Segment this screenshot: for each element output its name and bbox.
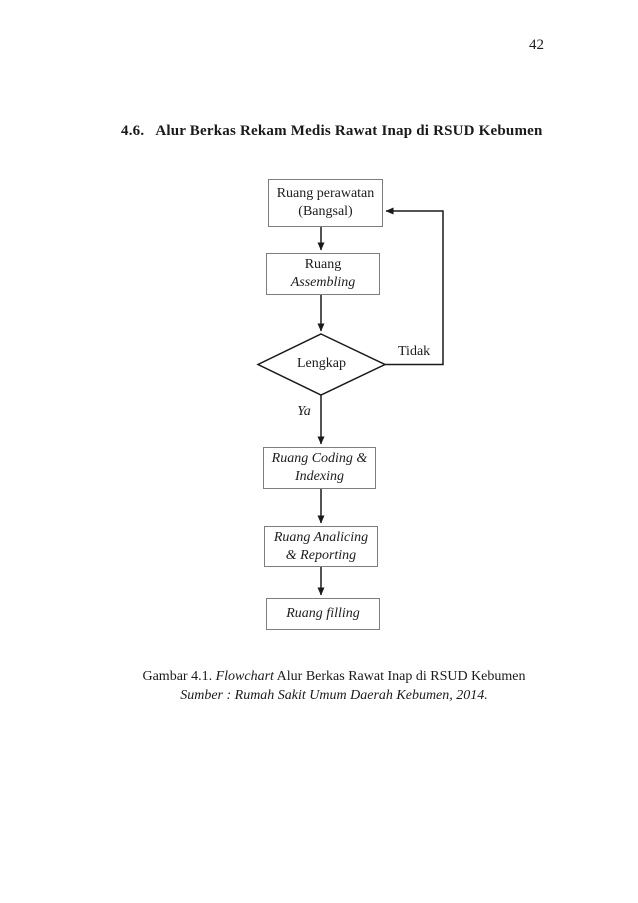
edge-label-tidak: Tidak bbox=[398, 344, 431, 359]
node-text-line: Ruang bbox=[304, 257, 342, 272]
flowchart-node-lengkap-label: Lengkap bbox=[297, 356, 346, 371]
node-text-line: Ruang filling bbox=[286, 606, 360, 621]
figure-caption: Gambar 4.1. Flowchart Alur Berkas Rawat … bbox=[30, 667, 638, 705]
caption-source: Sumber : Rumah Sakit Umum Daerah Kebumen… bbox=[180, 688, 488, 703]
flowchart-node-ruang-perawatan: Ruang perawatan (Bangsal) bbox=[268, 179, 383, 227]
edge-label-ya: Ya bbox=[297, 404, 311, 419]
section-number: 4.6. bbox=[121, 123, 145, 139]
node-text-line: & Reporting bbox=[285, 547, 357, 563]
caption-figure-title: Alur Berkas Rawat Inap di RSUD Kebumen bbox=[276, 669, 526, 684]
node-text-line: Ruang Coding & bbox=[271, 451, 368, 466]
node-text-line: (Bangsal) bbox=[298, 204, 353, 219]
node-text-line: Ruang perawatan bbox=[276, 186, 375, 201]
section-heading: 4.6. Alur Berkas Rekam Medis Rawat Inap d… bbox=[121, 121, 543, 141]
section-title: Alur Berkas Rekam Medis Rawat Inap di RS… bbox=[155, 123, 543, 139]
flowchart-node-ruang-filling: Ruang filling bbox=[266, 598, 380, 630]
node-text-line: Ruang Analicing bbox=[273, 529, 369, 545]
flowchart-node-ruang-analicing-reporting: Ruang Analicing & Reporting bbox=[264, 526, 378, 567]
node-text-line: Assembling bbox=[290, 275, 356, 290]
caption-figure-term: Flowchart bbox=[215, 669, 274, 684]
page-number: 42 bbox=[529, 37, 544, 53]
arrow-feedback-tidak bbox=[385, 207, 444, 366]
flowchart-node-ruang-coding-indexing: Ruang Coding & Indexing bbox=[263, 447, 376, 489]
caption-line-1: Gambar 4.1. Flowchart Alur Berkas Rawat … bbox=[30, 667, 638, 686]
flowchart-node-ruang-assembling: Ruang Assembling bbox=[266, 253, 380, 295]
caption-figure-label: Gambar 4.1. bbox=[142, 669, 213, 684]
node-text-line: Indexing bbox=[295, 469, 344, 484]
